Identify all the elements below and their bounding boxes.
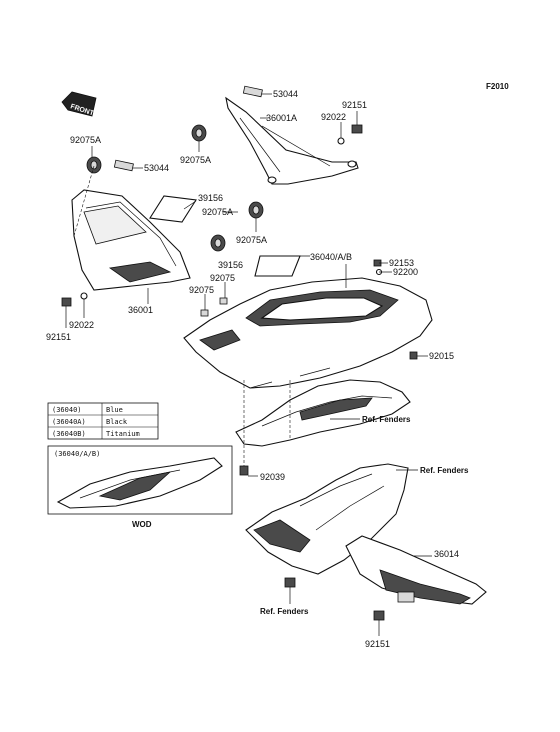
under-tray (235, 379, 411, 447)
chain-guard-36014 (345, 535, 487, 605)
ref-fenders-3: Ref. Fenders (260, 607, 309, 616)
color-code-1: (36040) (52, 406, 82, 414)
label-92075-a: 92075 (210, 273, 235, 283)
figure-code: F2010 (486, 82, 509, 91)
front-arrow-icon: FRONT (61, 91, 97, 118)
label-92200: 92200 (393, 267, 418, 277)
inset-box: (36040/A/B) (47, 445, 233, 515)
label-92151-top: 92151 (342, 100, 367, 110)
label-36001A: 36001A (266, 113, 297, 123)
tail-cover-36040 (183, 277, 433, 389)
color-name-2: Black (106, 418, 128, 426)
label-36001: 36001 (128, 305, 153, 315)
label-92075A-mid: 92075A (180, 155, 211, 165)
label-36014: 36014 (434, 549, 459, 559)
sticker-39156-upper (149, 195, 197, 223)
label-92015: 92015 (429, 351, 454, 361)
side-cover-36001 (71, 189, 191, 291)
color-table: (36040) Blue (36040A) Black (36040B) Tit… (47, 402, 159, 440)
color-name-3: Titanium (106, 430, 140, 438)
label-92151-left: 92151 (46, 332, 71, 342)
label-92153: 92153 (389, 258, 414, 268)
label-92075A-center: 92075A (202, 207, 233, 217)
rear-fender (245, 463, 409, 575)
label-53044-top: 53044 (273, 89, 298, 99)
ref-fenders-1: Ref. Fenders (362, 415, 411, 424)
label-92039: 92039 (260, 472, 285, 482)
color-code-3: (36040B) (52, 430, 86, 438)
label-92075-b: 92075 (189, 285, 214, 295)
ref-fenders-2: Ref. Fenders (420, 466, 469, 475)
label-39156-upper: 39156 (198, 193, 223, 203)
bracket-36001A (225, 96, 359, 185)
leader-lines (65, 93, 432, 636)
label-92075A-left: 92075A (70, 135, 101, 145)
label-53044-left: 53044 (144, 163, 169, 173)
label-92151-bottom: 92151 (365, 639, 390, 649)
pin-53044-top (242, 85, 263, 98)
inset-caption: WOD (132, 520, 152, 529)
label-36040AB: 36040/A/B (310, 252, 352, 262)
label-39156-lower: 39156 (218, 260, 243, 270)
grommet-icon (86, 124, 264, 252)
sticker-39156-lower (254, 255, 301, 277)
label-92022-top: 92022 (321, 112, 346, 122)
pin-53044-left (113, 159, 134, 172)
inset-title: (36040/A/B) (54, 450, 100, 458)
label-92075A-right: 92075A (236, 235, 267, 245)
color-name-1: Blue (106, 406, 123, 414)
color-code-2: (36040A) (52, 418, 86, 426)
label-92022-left: 92022 (69, 320, 94, 330)
